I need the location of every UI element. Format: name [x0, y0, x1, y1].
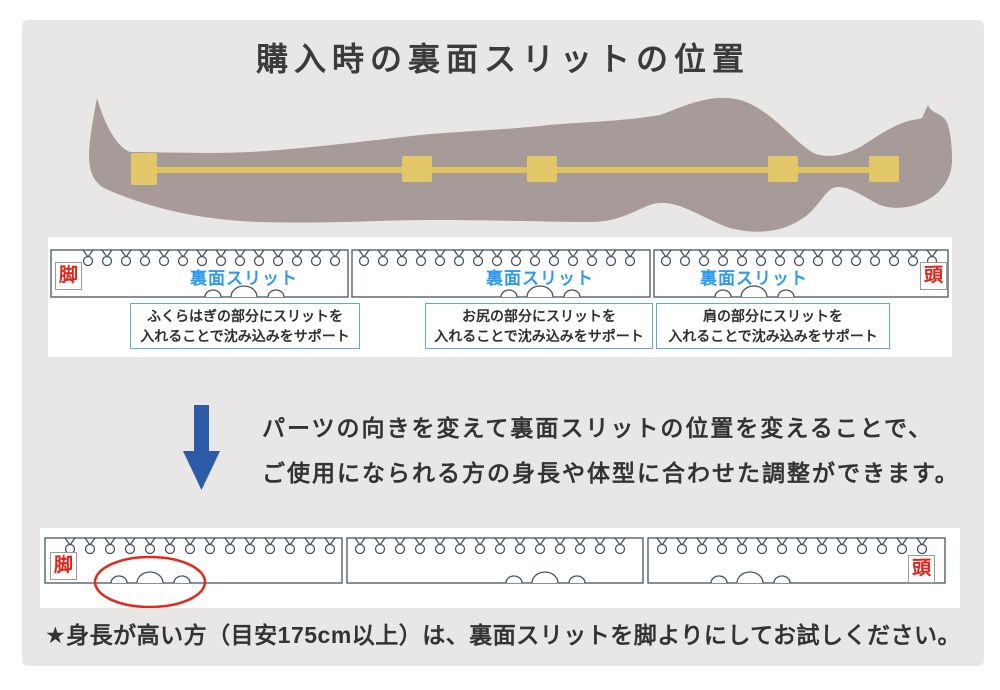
slit-label-calf: 裏面スリット	[190, 269, 298, 288]
top-diagram-panel: 脚 頭 裏面スリット 裏面スリット 裏面スリット ふくらはぎの部分にスリットを …	[48, 237, 952, 357]
page-title: 購入時の裏面スリットの位置	[255, 41, 750, 77]
caption-line: お尻の部分にスリットを	[462, 308, 616, 324]
adjustment-rail	[131, 153, 899, 185]
head-end-label-bottom: 頭	[908, 555, 936, 583]
head-end-label: 頭	[920, 262, 948, 290]
caption-line: 入れることで沈み込みをサポート	[140, 328, 350, 344]
slit-label-hip: 裏面スリット	[486, 269, 594, 288]
footnote-text: ★身長が高い方（目安175cm以上）は、裏面スリットを脚よりにしてお試しください…	[45, 622, 961, 648]
bottom-mattress-parts	[44, 537, 946, 608]
slit-bumps	[204, 285, 795, 298]
transition-line-1: パーツの向きを変えて裏面スリットの位置を変えることで、	[262, 415, 934, 441]
caption-line: ふくらはぎの部分にスリットを	[147, 308, 343, 324]
down-arrow-icon	[183, 405, 220, 490]
caption-line: 入れることで沈み込みをサポート	[434, 328, 644, 344]
foot-end-label: 脚	[55, 262, 83, 290]
slit-bumps-adjusted	[110, 571, 791, 584]
caption-line: 肩の部分にスリットを	[703, 308, 843, 324]
transition-line-2: ご使用になられる方の身長や体型に合わせた調整ができます。	[262, 460, 960, 486]
caption-line: 入れることで沈み込みをサポート	[668, 328, 878, 344]
transition-text: パーツの向きを変えて裏面スリットの位置を変えることで、 ご使用になられる方の身長…	[262, 406, 960, 496]
foot-end-label-bottom: 脚	[50, 552, 78, 580]
slit-label-shoulder: 裏面スリット	[700, 269, 808, 288]
highlight-ellipse	[93, 555, 207, 608]
body-silhouette	[89, 97, 952, 232]
caption-hip: お尻の部分にスリットを 入れることで沈み込みをサポート	[425, 303, 653, 349]
body-outline	[89, 97, 952, 232]
caption-shoulder: 肩の部分にスリットを 入れることで沈み込みをサポート	[656, 303, 890, 349]
bottom-diagram-panel: 脚 頭	[40, 528, 960, 608]
caption-calf: ふくらはぎの部分にスリットを 入れることで沈み込みをサポート	[130, 303, 360, 349]
top-mattress-parts	[50, 249, 949, 298]
